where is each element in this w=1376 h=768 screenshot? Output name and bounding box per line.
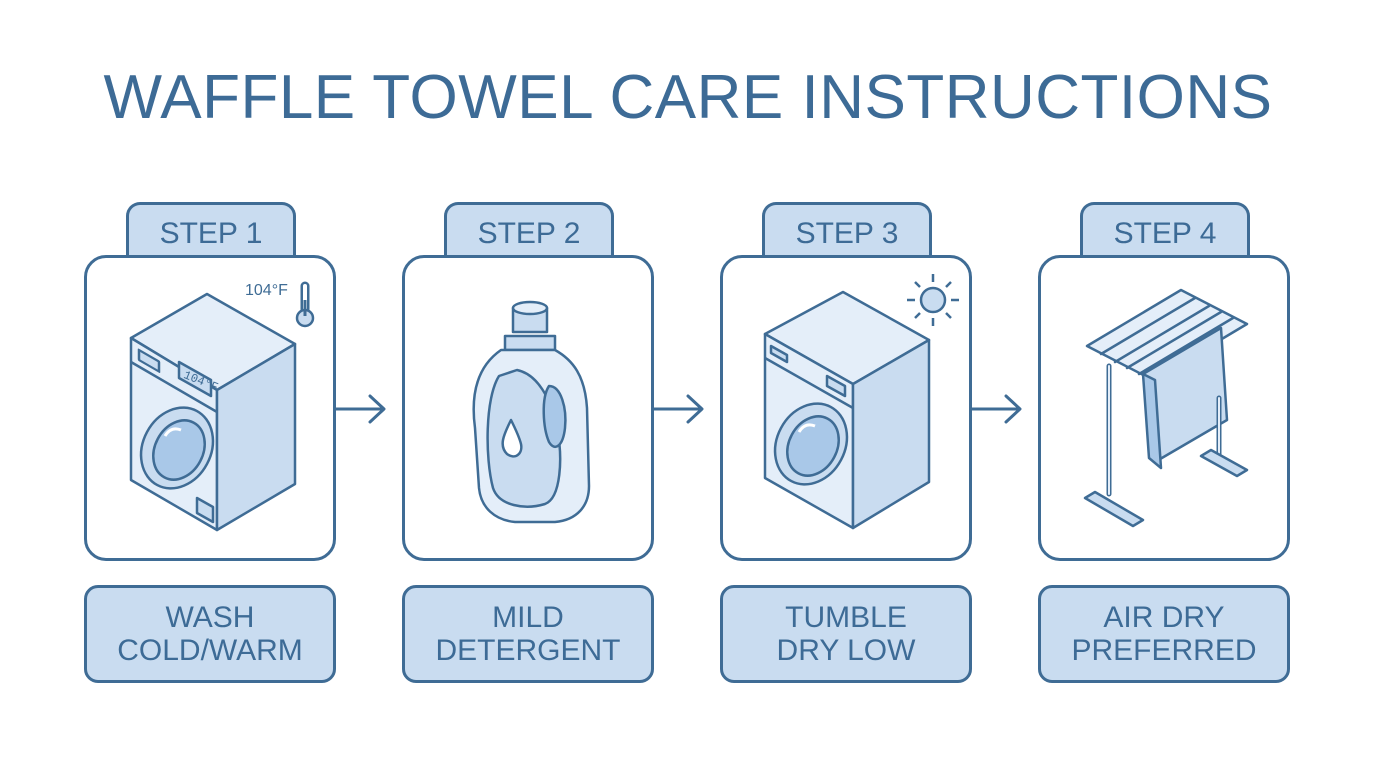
step-3-label: TUMBLE DRY LOW [720,585,972,683]
detergent-bottle-icon [472,300,591,524]
arrow-right-icon [334,394,386,424]
step-4-card [1038,255,1290,561]
step-4-label: AIR DRY PREFERRED [1038,585,1290,683]
step-1-label: WASH COLD/WARM [84,585,336,683]
page-title: WAFFLE TOWEL CARE INSTRUCTIONS [103,63,1273,132]
step-4-label-line1: AIR DRY [1103,601,1225,634]
step-4-tab: STEP 4 [1080,202,1250,258]
step-2-label-line1: MILD [492,601,564,634]
step-3-label-line1: TUMBLE [785,601,907,634]
step-1-tab: STEP 1 [126,202,296,258]
dryer-icon [763,274,959,530]
step-3-label-line2: DRY LOW [776,634,916,667]
drying-rack-icon [1083,288,1249,528]
step-1-card: 104°F 104°F [84,255,336,561]
step-2-label-line2: DETERGENT [435,634,621,667]
step-3-tab: STEP 3 [762,202,932,258]
step-2-card [402,255,654,561]
arrow-right-icon [652,394,704,424]
washing-machine-icon: 104°F 104°F [129,281,315,532]
temperature-label: 104°F [245,282,288,299]
step-1-label-line2: COLD/WARM [117,634,303,667]
step-1-label-line1: WASH [165,601,255,634]
step-4-label-line2: PREFERRED [1071,634,1257,667]
step-3-card [720,255,972,561]
arrow-right-icon [970,394,1022,424]
step-2-label: MILD DETERGENT [402,585,654,683]
step-2-tab: STEP 2 [444,202,614,258]
